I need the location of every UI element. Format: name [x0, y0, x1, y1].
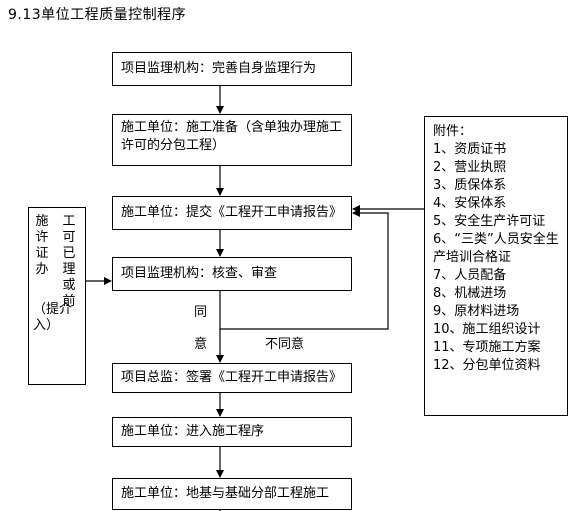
- step-supervision-self: 项目监理机构：完善自身监理行为: [112, 52, 352, 86]
- step-supervision-self-text: 项目监理机构：完善自身监理行为: [121, 61, 317, 76]
- step-submit-report-text: 施工单位：提交《工程开工申请报告》: [121, 205, 343, 220]
- attachment-item: 12、分包单位资料: [433, 358, 541, 373]
- side-note-box: 施许证办 工可已理或前 （提介入）: [28, 207, 86, 385]
- attachment-item: 3、质保体系: [433, 178, 507, 193]
- page-title: 9.13单位工程质量控制程序: [8, 7, 187, 23]
- attachments-box: 附件： 1、资质证书 2、营业执照 3、质保体系 4、安保体系 5、安全生产许可…: [424, 116, 568, 416]
- step-submit-report: 施工单位：提交《工程开工申请报告》: [112, 196, 352, 230]
- attachment-item: 7、人员配备: [433, 268, 507, 283]
- attachment-item: 6、“三类”人员安全生产培训合格证: [433, 232, 559, 265]
- label-disagree: 不同意: [265, 337, 305, 352]
- attachment-item: 4、安保体系: [433, 196, 507, 211]
- side-note-col1: 施许证办: [35, 214, 49, 277]
- attachment-item: 10、施工组织设计: [433, 322, 541, 337]
- side-note-col2: 工可已理或前: [62, 214, 76, 309]
- step-review: 项目监理机构：核查、审查: [112, 257, 352, 291]
- step-enter-procedure: 施工单位：进入施工程序: [112, 417, 352, 447]
- step-foundation-work: 施工单位：地基与基础分部工程施工: [112, 478, 352, 510]
- step-review-text: 项目监理机构：核查、审查: [121, 266, 278, 281]
- step-enter-procedure-text: 施工单位：进入施工程序: [121, 424, 265, 439]
- step-foundation-work-text: 施工单位：地基与基础分部工程施工: [121, 486, 330, 501]
- label-agree-2: 意: [194, 337, 208, 352]
- step-sign-report-text: 项目总监：签署《工程开工申请报告》: [121, 370, 343, 385]
- step-sign-report: 项目总监：签署《工程开工申请报告》: [112, 363, 352, 393]
- label-agree-1: 同: [194, 305, 208, 320]
- attachment-item: 11、专项施工方案: [433, 340, 541, 355]
- step-construction-prep: 施工单位：施工准备（含单独办理施工许可的分包工程）: [112, 114, 352, 166]
- side-note-bottom: （提介入）: [33, 302, 73, 333]
- attachments-heading: 附件：: [433, 124, 473, 139]
- attachment-item: 2、营业执照: [433, 160, 507, 175]
- step-construction-prep-text: 施工单位：施工准备（含单独办理施工许可的分包工程）: [121, 120, 343, 153]
- attachment-item: 1、资质证书: [433, 142, 507, 157]
- attachment-item: 5、安全生产许可证: [433, 214, 546, 229]
- attachment-item: 9、原材料进场: [433, 304, 520, 319]
- arrow-disagree-loop: [220, 209, 389, 330]
- attachment-item: 8、机械进场: [433, 286, 507, 301]
